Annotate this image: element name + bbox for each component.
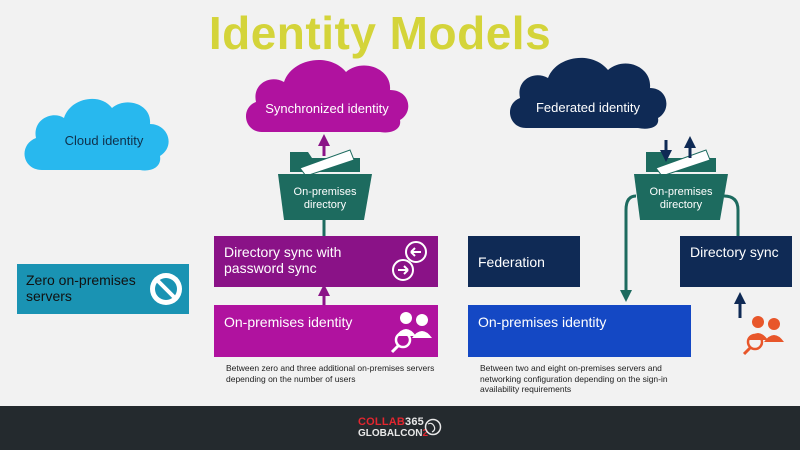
right-onprem-identity-label: On-premises identity: [478, 314, 607, 330]
page-title: Identity Models: [208, 7, 552, 59]
footer-bar: COLLAB365 GLOBALCON2: [0, 406, 800, 450]
connector-folder-to-dirsync-right: [723, 194, 740, 236]
cloud-identity-label: Cloud identity: [64, 133, 144, 148]
middle-folder-label: On-premises directory: [293, 186, 357, 212]
logo-collab: COLLAB: [358, 416, 406, 428]
middle-onprem-identity-label: On-premises identity: [224, 314, 353, 330]
dirsync-password-box: [214, 236, 438, 287]
zero-servers-label: Zero on-premises servers: [26, 272, 136, 305]
arrow-folder-to-onprem: [620, 194, 637, 302]
logo-globalcon: GLOBALCON: [358, 428, 423, 439]
federated-identity-cloud: [509, 57, 667, 129]
synchronized-identity-label: Synchronized identity: [265, 101, 389, 116]
sync-arrows-icon: [392, 241, 427, 281]
orange-users-search-icon: [742, 316, 784, 356]
dirsync-password-label: Directory sync with password sync: [224, 244, 342, 277]
event-logo: COLLAB365 GLOBALCON2: [358, 416, 428, 439]
logo-num: 2: [422, 428, 429, 439]
users-search-icon: [390, 312, 432, 354]
federation-label: Federation: [478, 254, 545, 270]
right-folder-label: On-premises directory: [649, 186, 713, 212]
federated-identity-label: Federated identity: [535, 100, 641, 115]
logo-365: 365: [405, 416, 424, 428]
middle-caption: Between zero and three additional on-pre…: [226, 363, 435, 384]
cloud-identity-cloud: [24, 98, 169, 171]
right-caption: Between two and eight on-premises server…: [480, 363, 668, 395]
globe-icon: [424, 418, 442, 436]
right-onprem-identity-box: [468, 305, 691, 357]
right-dirsync-label: Directory sync: [690, 244, 779, 260]
federation-box: [468, 236, 580, 287]
synchronized-identity-cloud: [245, 59, 409, 133]
prohibited-icon: [150, 273, 182, 305]
right-dirsync-box: [680, 236, 792, 287]
middle-folder-icon: [278, 149, 372, 220]
